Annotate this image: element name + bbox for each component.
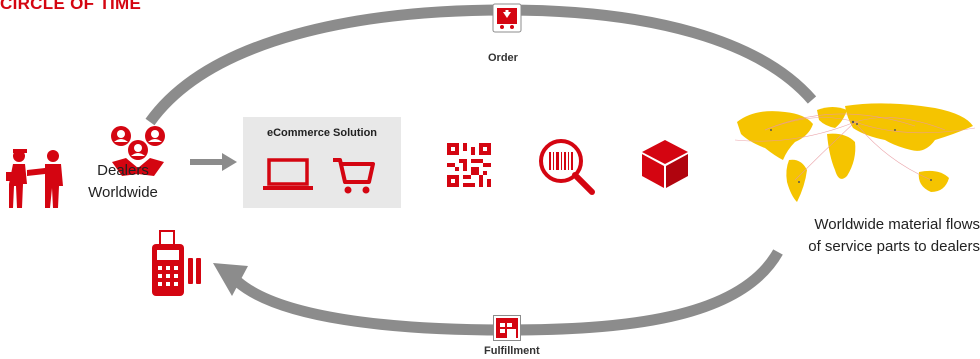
cart-icon	[333, 158, 375, 194]
payment-terminal-icon	[152, 230, 201, 296]
qr-code-icon	[447, 143, 491, 187]
handshake-icon	[111, 126, 165, 176]
warehouse-icon	[493, 315, 521, 341]
arrow-right-icon	[190, 153, 237, 171]
dealers-line-2: Worldwide	[88, 184, 158, 201]
barcode-search-icon	[539, 139, 595, 195]
package-icon	[642, 140, 688, 188]
dealers-line-1: Dealers	[97, 162, 149, 179]
dealers-label: Dealers Worldwide	[68, 160, 178, 204]
ecommerce-title: eCommerce Solution	[266, 127, 378, 139]
order-label: Order	[488, 52, 518, 64]
delivery-icon	[6, 149, 63, 208]
page-title: CIRCLE OF TIME	[0, 0, 142, 13]
material-flows-line-2: of service parts to dealers	[808, 238, 980, 255]
ecommerce-solution-box: eCommerce Solution	[243, 117, 401, 208]
fulfillment-arrowhead	[213, 263, 248, 296]
order-flow-arc	[145, 4, 817, 126]
material-flows-line-1: Worldwide material flows	[814, 216, 980, 233]
shopping-cart-icon	[492, 3, 522, 33]
world-map-icon	[735, 103, 976, 202]
fulfillment-label: Fulfillment	[484, 345, 540, 357]
material-flows-label: Worldwide material flows of service part…	[768, 214, 980, 258]
laptop-icon	[263, 158, 313, 190]
